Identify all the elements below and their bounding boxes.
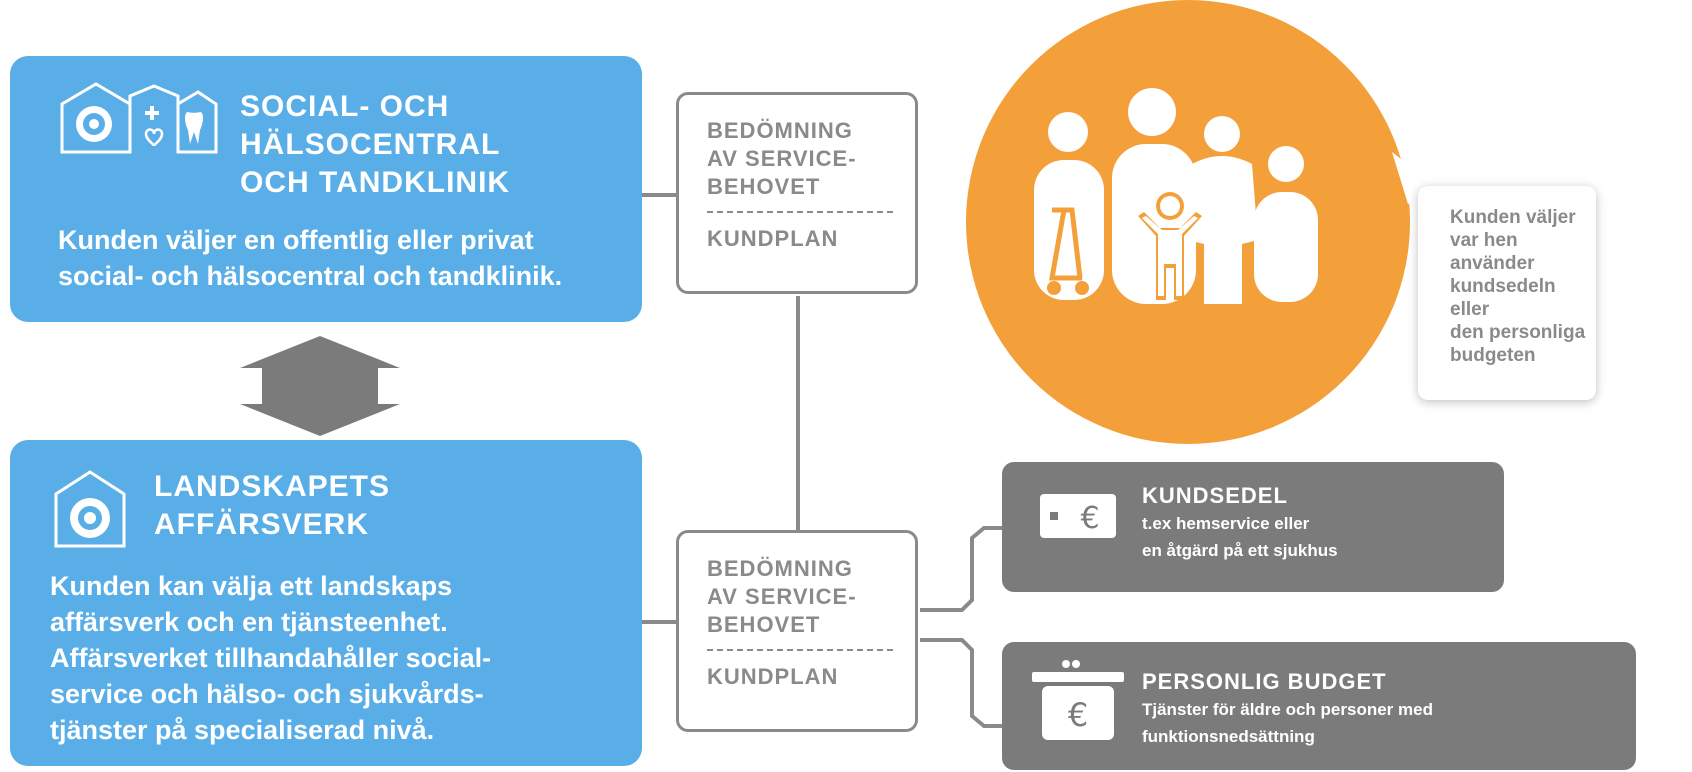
voucher-box: € KUNDSEDEL t.ex hemservice eller en åtg… (1002, 462, 1504, 592)
health-center-description-line: Kunden väljer en offentlig eller privat (58, 225, 534, 255)
bubble-line: den personliga (1450, 322, 1586, 343)
customer-plan-label: KUNDPLAN (707, 226, 839, 251)
assessment-line: AV SERVICE- (707, 146, 857, 171)
business-unit-title-line: LANDSKAPETS (154, 470, 391, 503)
business-unit-description-line: affärsverk och en tjänsteenhet. (50, 607, 448, 637)
business-unit-description-line: Affärsverket tillhandahåller social- (50, 643, 492, 673)
health-center-description-line: social- och hälsocentral och tandklinik. (58, 261, 563, 291)
assessment-line: BEHOVET (707, 174, 821, 199)
health-center-dental-building-icon (60, 82, 218, 154)
bubble-line: kundsedeln (1450, 276, 1556, 297)
assessment-line: BEHOVET (707, 612, 821, 637)
personal-budget-box: € PERSONLIG BUDGET Tjänster för äldre oc… (1002, 642, 1636, 770)
bubble-line: var hen (1450, 230, 1518, 251)
assessment-line: AV SERVICE- (707, 584, 857, 609)
business-unit-box: LANDSKAPETS AFFÄRSVERK Kunden kan välja … (10, 440, 642, 766)
bubble-line: eller (1450, 299, 1490, 320)
budget-description-line: Tjänster för äldre och personer med (1142, 700, 1433, 719)
dashed-divider (707, 649, 893, 651)
health-center-title-line: SOCIAL- OCH (240, 90, 450, 123)
business-unit-building-icon (54, 470, 126, 548)
choice-bubble: Kunden väljer var hen använder kundsedel… (1418, 186, 1596, 400)
health-center-title-line: OCH TANDKLINIK (240, 166, 511, 199)
svg-text:€: € (1080, 501, 1099, 536)
bubble-line: använder (1450, 253, 1535, 274)
business-unit-description-line: service och hälso- och sjukvårds- (50, 679, 484, 709)
business-unit-title-line: AFFÄRSVERK (154, 508, 370, 541)
assessment-box-top: BEDÖMNING AV SERVICE- BEHOVET KUNDPLAN (676, 92, 918, 294)
voucher-description-line: en åtgärd på ett sjukhus (1142, 541, 1338, 560)
customer-circle (966, 0, 1410, 444)
voucher-title: KUNDSEDEL (1142, 483, 1288, 508)
euro-voucher-icon: € (1040, 494, 1116, 538)
health-center-box: SOCIAL- OCH HÄLSOCENTRAL OCH TANDKLINIK … (10, 56, 642, 322)
assessment-box-bottom: BEDÖMNING AV SERVICE- BEHOVET KUNDPLAN (676, 530, 918, 732)
budget-description-line: funktionsnedsättning (1142, 727, 1315, 746)
euro-wallet-icon: € (1032, 660, 1124, 740)
bubble-line: budgeten (1450, 345, 1536, 366)
double-arrow-icon (240, 336, 400, 436)
svg-text:€: € (1068, 696, 1088, 734)
business-unit-description-line: tjänster på specialiserad nivå. (50, 715, 435, 745)
customer-plan-label: KUNDPLAN (707, 664, 839, 689)
assessment-line: BEDÖMNING (707, 118, 853, 143)
bubble-line: Kunden väljer (1450, 207, 1576, 228)
assessment-line: BEDÖMNING (707, 556, 853, 581)
health-center-title-line: HÄLSOCENTRAL (240, 128, 501, 161)
business-unit-description-line: Kunden kan välja ett landskaps (50, 571, 453, 601)
budget-title: PERSONLIG BUDGET (1142, 669, 1387, 694)
dashed-divider (707, 211, 893, 213)
family-with-walker-icon (1034, 88, 1318, 304)
voucher-description-line: t.ex hemservice eller (1142, 514, 1310, 533)
